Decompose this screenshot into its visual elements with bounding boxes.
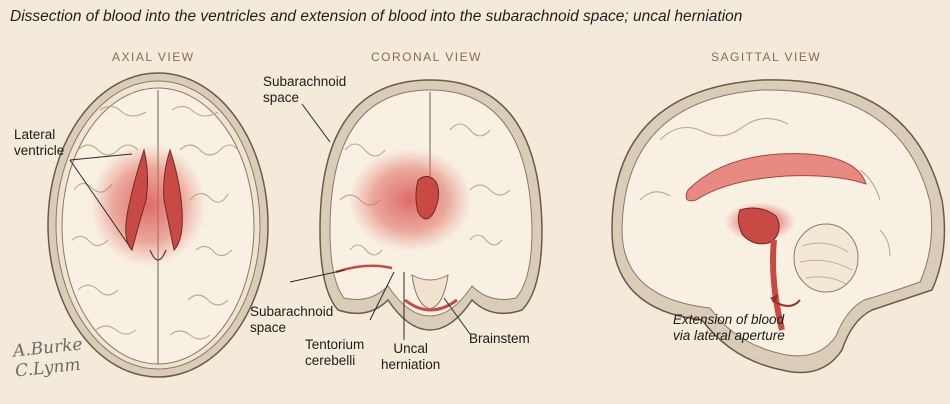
sagittal-view-diagram (611, 79, 946, 374)
brainstem-label: Brainstem (469, 331, 530, 346)
sagittal-view-heading: SAGITTAL VIEW (711, 50, 822, 64)
extension-of-blood-label: Extension of blood via lateral aperture (673, 312, 785, 343)
axial-view-diagram (47, 72, 269, 378)
coronal-view-diagram (319, 79, 543, 331)
tentorium-cerebelli-label: Tentorium cerebelli (305, 337, 365, 368)
uncal-herniation-label: Uncal herniation (381, 341, 441, 372)
lateral-ventricle-label: Lateral ventricle (14, 127, 65, 158)
subarachnoid-space-bottom-label: Subarachnoid space (250, 304, 334, 335)
leader-lines (69, 103, 471, 340)
axial-view-heading: AXIAL VIEW (112, 50, 195, 64)
figure-title: Dissection of blood into the ventricles … (10, 8, 743, 25)
artist-signature: A.Burke C.Lynm (12, 334, 84, 382)
subarachnoid-space-top-label: Subarachnoid space (263, 74, 347, 105)
coronal-view-heading: CORONAL VIEW (371, 50, 482, 64)
